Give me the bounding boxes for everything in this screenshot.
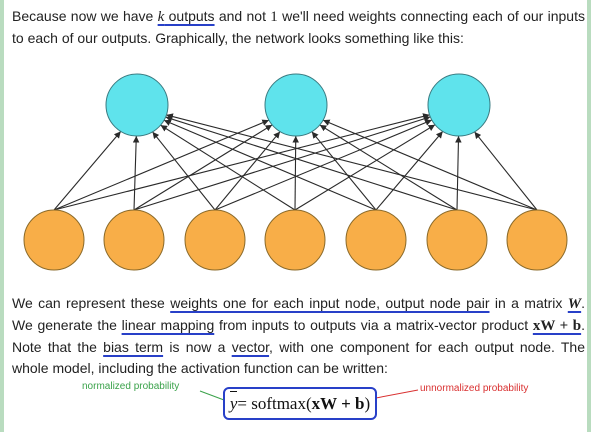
network-edge — [375, 131, 444, 211]
network-edges — [53, 113, 538, 211]
network-edge — [214, 131, 281, 211]
p2-text-1: We can represent these — [12, 295, 171, 311]
p2-underline-bias-term: bias term — [103, 339, 164, 355]
network-edge — [53, 113, 430, 211]
W-symbol: W — [567, 296, 582, 312]
p2-text-2: in a matrix — [489, 295, 568, 311]
input-node — [264, 209, 326, 271]
network-edge — [311, 131, 377, 211]
p2-underline-vector: vector — [231, 339, 270, 355]
outputs-word: outputs — [164, 8, 215, 24]
input-node — [426, 209, 488, 271]
unnormalized-probability-label: unnormalized probability — [420, 383, 529, 394]
network-edge — [53, 119, 270, 211]
network-edge — [165, 115, 458, 211]
input-nodes — [23, 209, 568, 271]
network-edge — [160, 124, 296, 211]
network-edge — [319, 124, 458, 211]
formula-arg: xW + b — [311, 393, 365, 413]
network-edge — [455, 135, 462, 211]
intro-text-3: we'll need weights connecting each of ou… — [12, 8, 585, 46]
p2-text-6: is now a — [163, 339, 232, 355]
left-annotation-arrow — [199, 390, 225, 401]
p2-underline-weights: weights one for each input node, output … — [170, 295, 490, 311]
p2-underline-linear-mapping: linear mapping — [121, 317, 215, 333]
formula-close: ) — [364, 393, 371, 413]
network-edge — [322, 119, 538, 211]
second-paragraph: We can represent these weights one for e… — [12, 293, 585, 379]
network-edge — [152, 131, 216, 211]
input-node — [345, 209, 407, 271]
formula-eq-text: = softmax( — [237, 393, 312, 413]
intro-text-1: Because now we have — [12, 8, 158, 24]
y-hat-symbol: y — [229, 393, 238, 413]
network-edge — [132, 135, 140, 211]
normalized-probability-label: normalized probability — [82, 381, 180, 392]
xw-plus-b-symbol: xW + b — [532, 318, 582, 334]
input-node — [506, 209, 568, 271]
p2-text-7: , with one component for each output nod… — [12, 339, 586, 376]
network-edge — [133, 124, 273, 211]
network-edge — [133, 115, 431, 211]
network-edge — [294, 124, 436, 211]
network-edge — [163, 119, 377, 211]
network-diagram — [23, 73, 568, 401]
p2-text-4: from inputs to outputs via a matrix-vect… — [214, 317, 533, 333]
network-edge — [214, 119, 433, 211]
network-edge — [292, 135, 300, 211]
input-node — [23, 209, 85, 271]
output-node — [427, 73, 491, 137]
network-edge — [474, 131, 538, 211]
network-edge — [53, 131, 122, 211]
output-node — [264, 73, 328, 137]
input-node — [184, 209, 246, 271]
input-node — [103, 209, 165, 271]
output-node — [105, 73, 169, 137]
k-symbol: k — [157, 9, 165, 25]
p2-text-5: . Note that the — [12, 317, 585, 355]
p2-text-3: . We generate the — [12, 295, 586, 333]
network-edge — [166, 113, 538, 211]
one-symbol: 1 — [270, 9, 278, 25]
softmax-formula: y = softmax(xW + b) — [223, 387, 377, 420]
intro-text-2: and not — [214, 8, 271, 24]
intro-paragraph: Because now we have k outputs and not 1 … — [12, 6, 585, 49]
output-nodes — [105, 73, 491, 137]
right-annotation-arrow — [375, 389, 419, 399]
